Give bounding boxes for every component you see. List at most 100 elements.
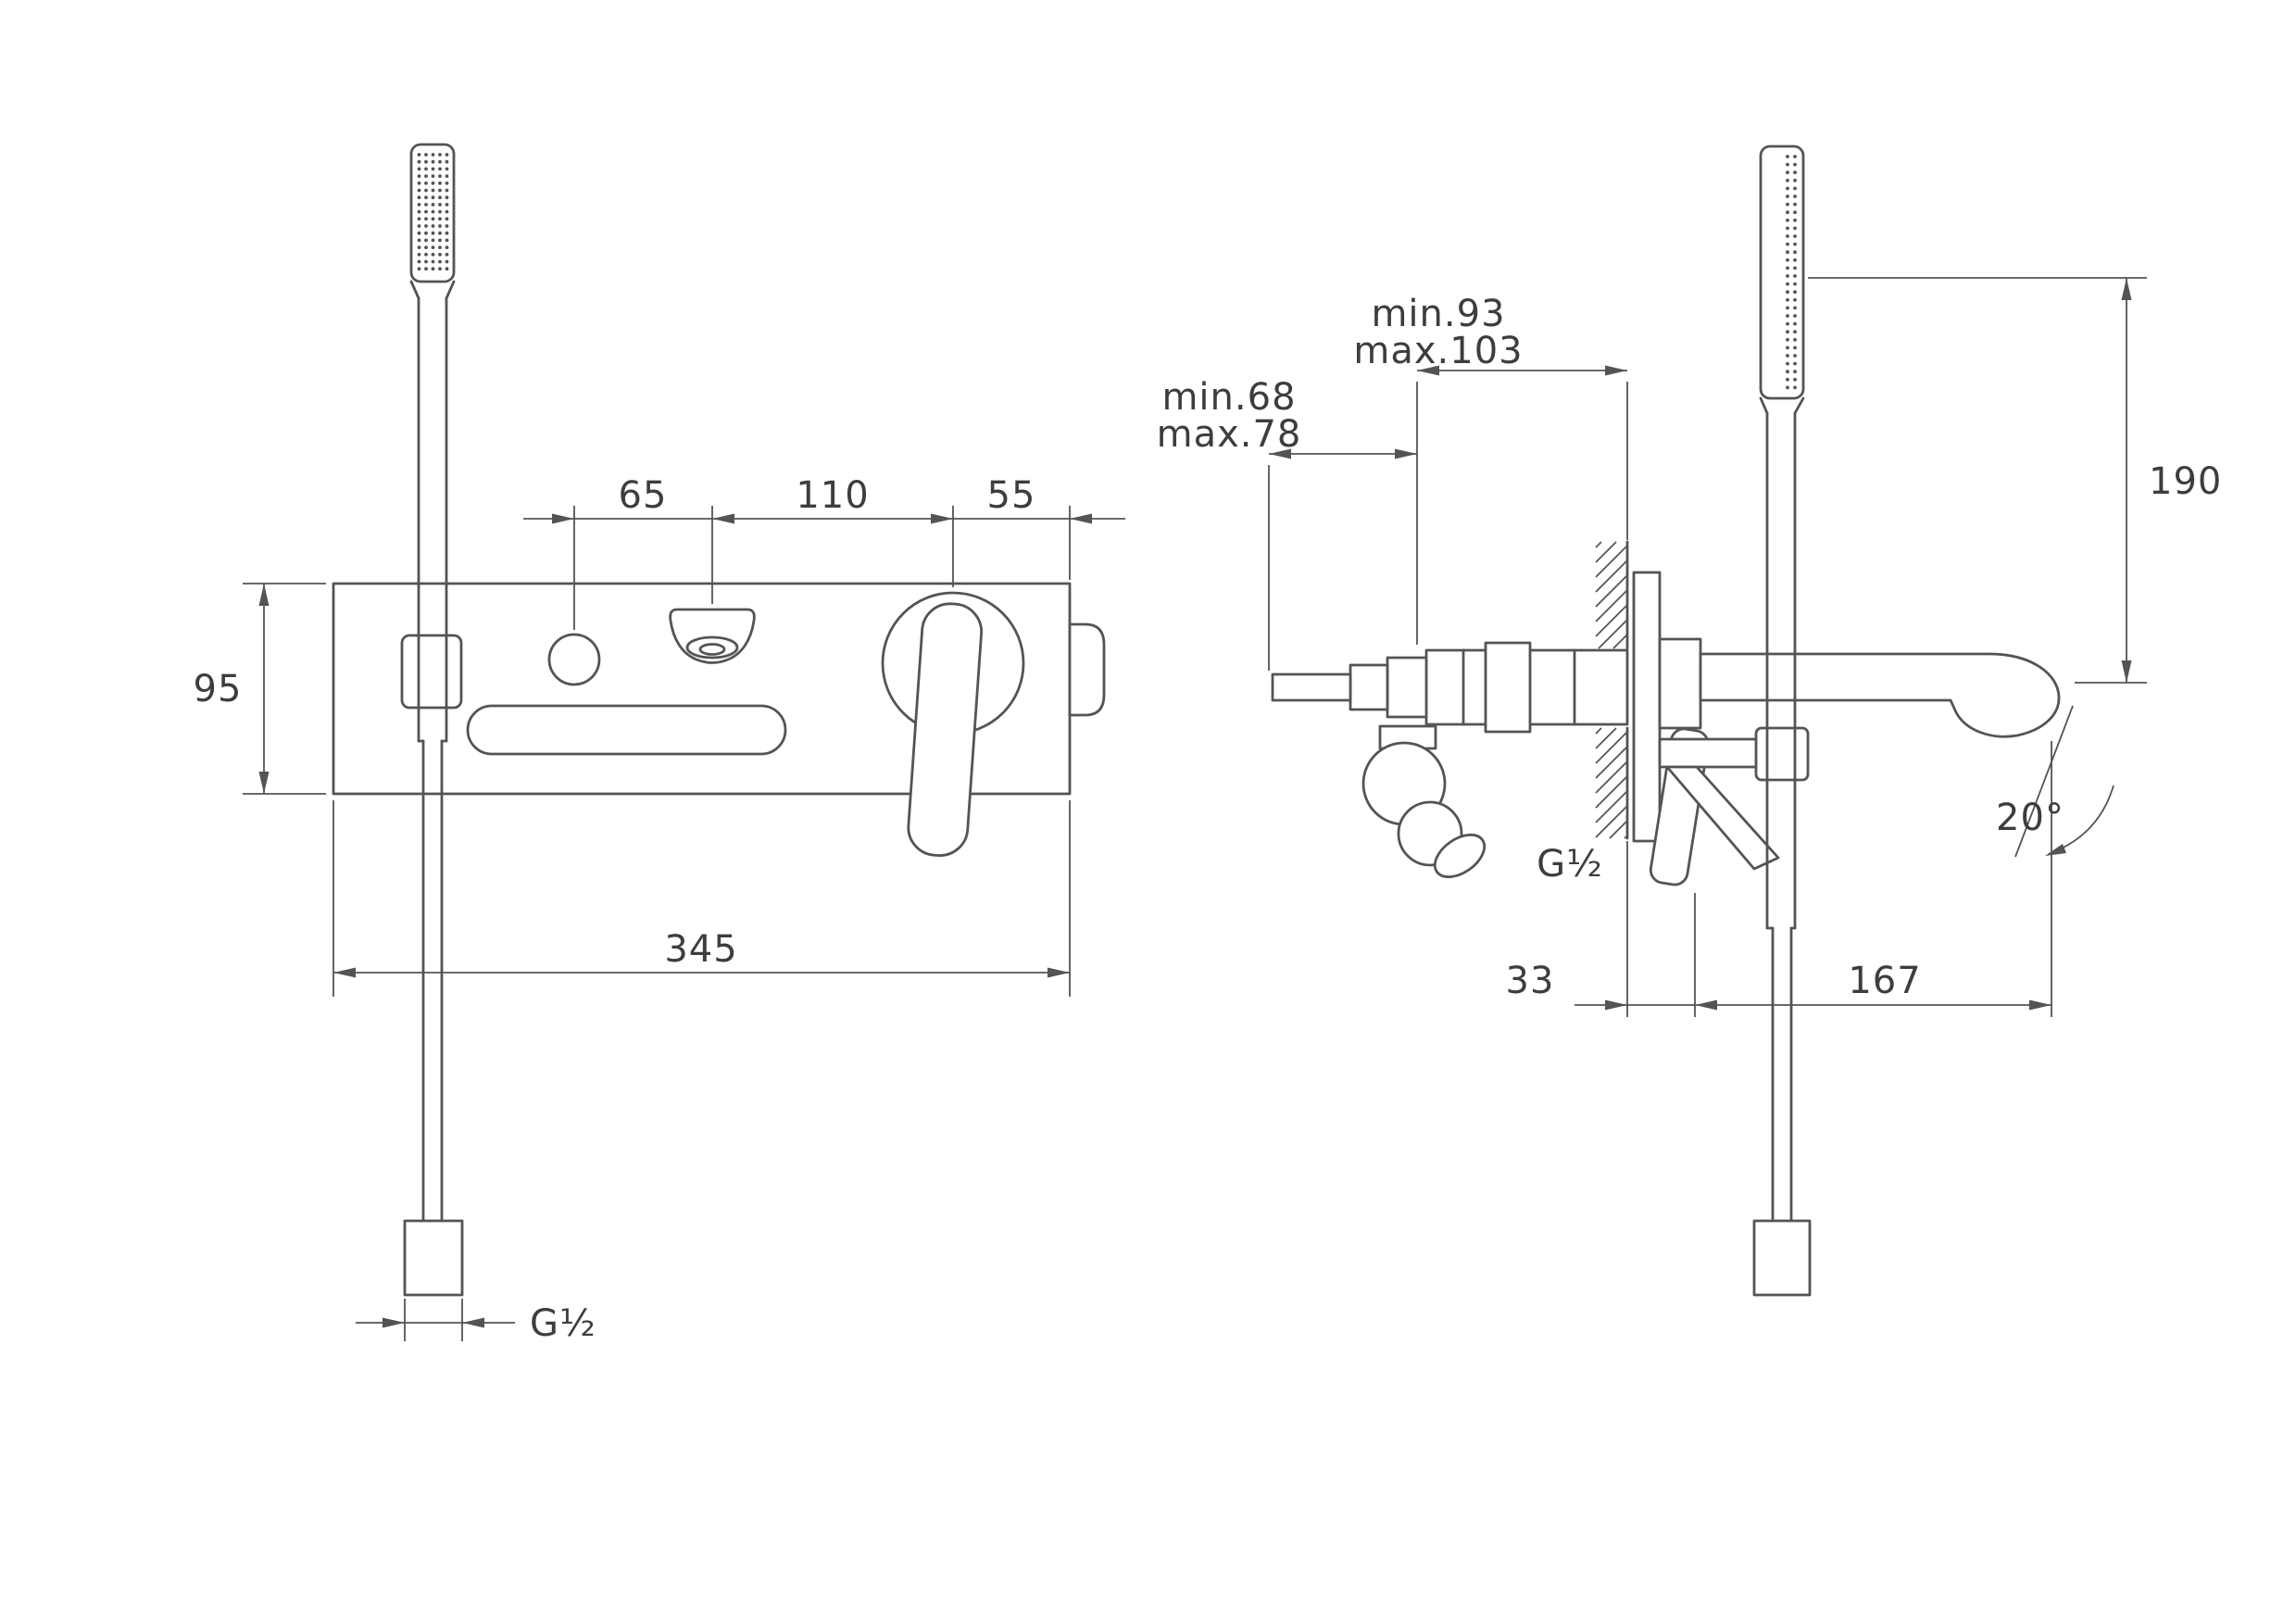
dim-label-110: 110	[796, 474, 869, 517]
wall-hatch-line	[1598, 619, 1628, 649]
dim-arrowhead	[1417, 365, 1439, 376]
spray-dot	[438, 238, 442, 243]
spray-dot	[424, 252, 428, 257]
spray-dot	[445, 267, 449, 271]
spray-dot	[1786, 266, 1789, 270]
dim-arrowhead	[1395, 448, 1417, 459]
spray-dot	[424, 188, 428, 193]
spray-dot	[1786, 297, 1789, 302]
spray-dot	[1786, 354, 1789, 358]
mounting-plate-side	[1632, 571, 1662, 843]
spray-dot	[431, 167, 435, 171]
spray-dot	[424, 159, 428, 164]
wall-hatch-line	[1595, 574, 1628, 608]
spray-dot	[445, 188, 449, 193]
wall-hatch-line	[1595, 541, 1617, 563]
wall-hatch-line	[1595, 760, 1628, 794]
spray-dot	[445, 195, 449, 200]
spray-dot	[1793, 210, 1797, 215]
spray-dot	[1786, 226, 1789, 231]
wall-hatch-line	[1595, 731, 1628, 764]
angle-reference-line	[2014, 705, 2074, 858]
spout-aerator-outer	[685, 635, 739, 660]
spray-dot	[431, 188, 435, 193]
spray-dot	[431, 159, 435, 164]
spray-dot	[445, 153, 449, 157]
spray-dot	[438, 217, 442, 221]
spray-dot	[1793, 346, 1797, 350]
concealed-body-front	[466, 704, 787, 756]
spray-dot	[445, 252, 449, 257]
spray-dot	[1793, 226, 1797, 231]
dim-arrowhead	[552, 513, 574, 524]
spray-dot	[1786, 162, 1789, 167]
spray-dot	[417, 259, 421, 264]
spray-dot	[424, 224, 428, 228]
spray-dot	[445, 209, 449, 214]
side-view: min.93 max.103 min.68 max.78 190 33 167 …	[1157, 145, 2221, 1297]
wall-hatch-line	[1595, 604, 1628, 637]
dim-label-345: 345	[664, 928, 737, 971]
spray-dot	[1793, 377, 1797, 382]
dim-label-depth-max: max.103	[1353, 330, 1523, 372]
spray-dot	[1793, 234, 1797, 238]
spray-dot	[438, 153, 442, 157]
spray-dot	[1793, 178, 1797, 182]
spray-dot	[1793, 155, 1797, 158]
wall-hatch-line	[1595, 541, 1602, 548]
spray-dot	[438, 174, 442, 179]
spray-dot	[1786, 218, 1789, 222]
spray-dot	[424, 153, 428, 157]
spray-dot	[1793, 242, 1797, 246]
spray-dot	[1793, 250, 1797, 255]
dim-label-55: 55	[987, 474, 1036, 517]
spray-dot	[417, 159, 421, 164]
spray-dot	[438, 195, 442, 200]
spray-dot	[1786, 155, 1789, 158]
dim-label-offset-max: max.78	[1157, 413, 1302, 456]
spray-dot	[424, 181, 428, 185]
spray-dot	[424, 195, 428, 200]
spray-dot	[438, 159, 442, 164]
spray-dot	[445, 259, 449, 264]
spray-dot	[1786, 202, 1789, 207]
spray-dot	[1786, 234, 1789, 238]
dim-arrowhead	[2121, 278, 2132, 300]
handshower-clamp-side	[1754, 726, 1810, 782]
valve-nut	[1484, 641, 1532, 734]
spray-dot	[431, 231, 435, 235]
dim-label-offset-min: min.68	[1161, 376, 1296, 419]
spray-dot	[424, 209, 428, 214]
supply-stub-pipe	[1271, 672, 1352, 702]
dim-label-65: 65	[619, 474, 668, 517]
spray-dot	[424, 238, 428, 243]
dim-label-depth-min: min.93	[1371, 293, 1505, 335]
spray-dot	[1786, 314, 1789, 318]
spray-dot	[445, 203, 449, 207]
dim-arrowhead	[931, 513, 953, 524]
dim-arrowhead	[462, 1317, 484, 1328]
spray-dot	[438, 203, 442, 207]
spray-dot	[1786, 330, 1789, 334]
diverter-knob-front	[547, 633, 601, 686]
spray-dot	[1793, 314, 1797, 318]
spray-dot	[417, 188, 421, 193]
spout-side	[1699, 652, 2061, 738]
spout-aerator-inner	[698, 643, 726, 656]
spray-dot	[438, 252, 442, 257]
spray-dot	[431, 203, 435, 207]
spray-dot	[1793, 370, 1797, 374]
dim-arrowhead	[2121, 660, 2132, 683]
spray-dot	[1786, 195, 1789, 198]
spray-dot	[1786, 242, 1789, 246]
front-view: 65 110 55 95 345 G½	[194, 143, 1125, 1345]
spray-dot	[417, 167, 421, 171]
spray-dot	[445, 224, 449, 228]
spray-dot	[1793, 170, 1797, 175]
handshower-neck-line	[1759, 396, 1769, 415]
holder-arm-side	[1658, 737, 1760, 769]
wall-hatch-line	[1595, 727, 1617, 749]
spray-dot	[1793, 330, 1797, 334]
dim-label-33: 33	[1506, 960, 1555, 1002]
spray-dot	[431, 245, 435, 249]
